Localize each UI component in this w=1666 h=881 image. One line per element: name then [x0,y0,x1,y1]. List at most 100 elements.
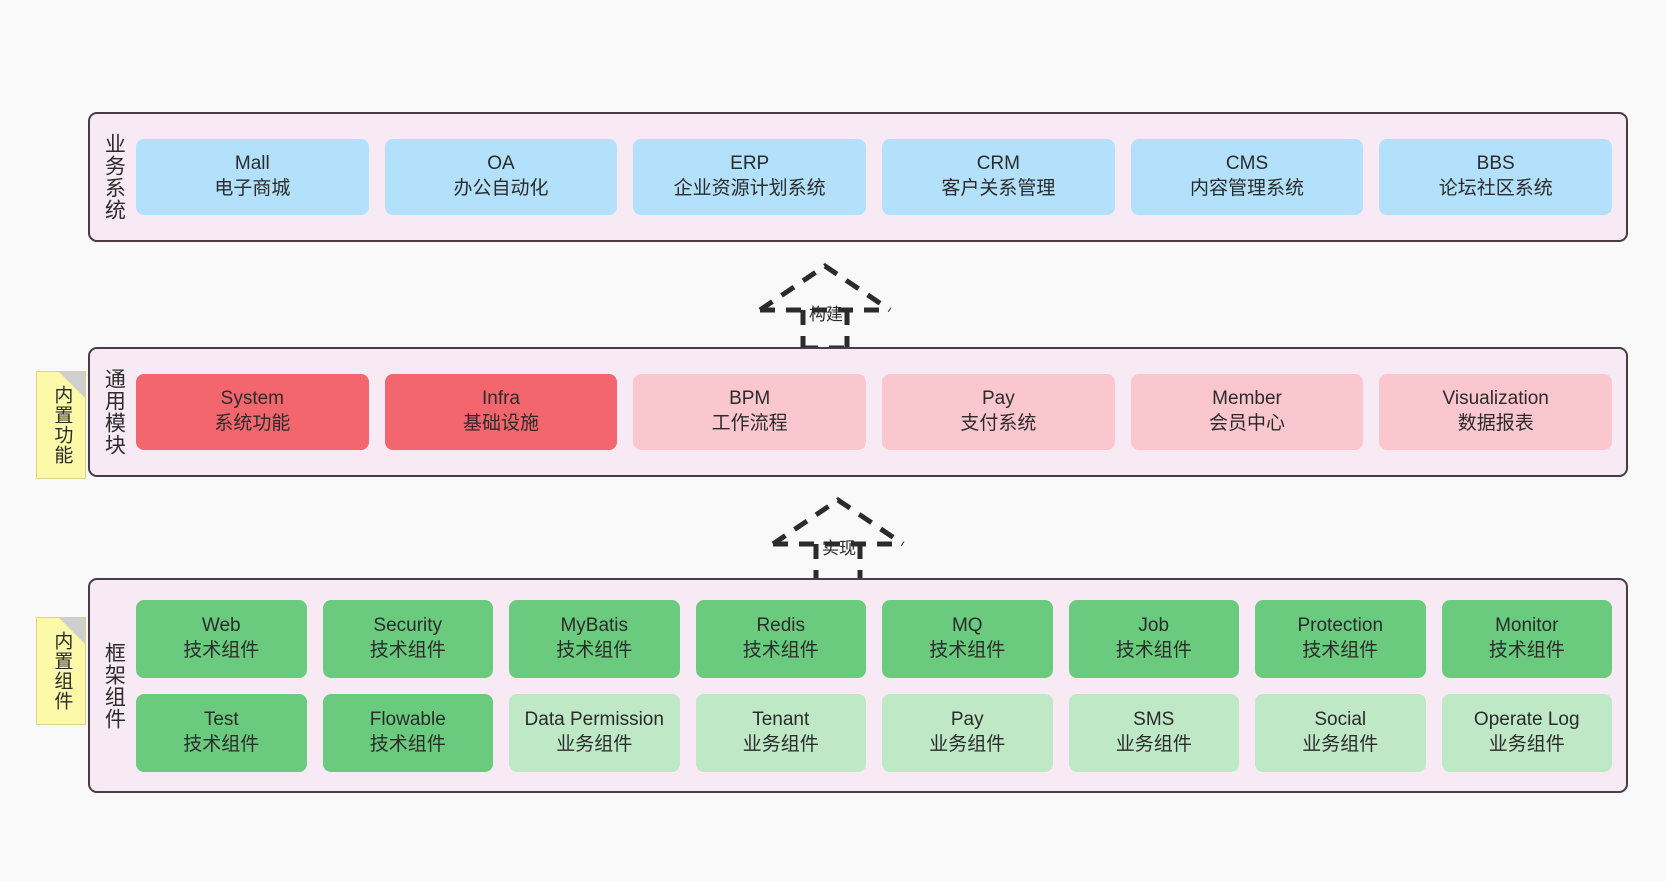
layer-body-framework-components: Web 技术组件 Security 技术组件 MyBatis 技术组件 Redi… [136,580,1626,791]
layer-framework-components: 框架组件 Web 技术组件 Security 技术组件 MyBatis 技术组件… [88,578,1628,793]
node-title-en: Protection [1297,614,1384,636]
node-title-cn: 技术组件 [369,639,446,661]
node-title-en: Redis [756,614,806,636]
node-row: Web 技术组件 Security 技术组件 MyBatis 技术组件 Redi… [136,599,1612,678]
node-bbs[interactable]: BBS 论坛社区系统 [1379,139,1613,215]
node-title-en: Mall [234,153,270,175]
node-tenant[interactable]: Tenant 业务组件 [695,693,866,772]
node-title-cn: 技术组件 [1488,639,1565,661]
node-oa[interactable]: OA 办公自动化 [384,139,618,215]
node-web[interactable]: Web 技术组件 [136,599,307,678]
node-mq[interactable]: MQ 技术组件 [882,599,1053,678]
node-title-cn: 技术组件 [742,639,819,661]
node-infra[interactable]: Infra 基础设施 [384,374,618,450]
node-title-cn: 基础设施 [463,413,540,434]
node-title-en: OA [487,153,515,175]
node-title-en: Job [1138,614,1170,636]
layer-body-common-modules: System 系统功能 Infra 基础设施 BPM 工作流程 Pay 支付系统… [136,349,1626,475]
node-title-cn: 技术组件 [369,733,446,755]
node-cms[interactable]: CMS 内容管理系统 [1130,139,1364,215]
sticky-note-label: 内置功能 [51,385,73,465]
node-sms[interactable]: SMS 业务组件 [1068,693,1239,772]
node-title-cn: 业务组件 [742,733,819,755]
node-title-en: MQ [951,614,983,636]
node-data-permission[interactable]: Data Permission 业务组件 [509,693,680,772]
node-title-cn: 业务组件 [1302,733,1379,755]
fold-corner-icon [59,618,85,644]
node-system[interactable]: System 系统功能 [136,374,369,450]
node-title-en: Operate Log [1473,708,1580,730]
node-visualization[interactable]: Visualization 数据报表 [1379,374,1613,450]
node-flowable[interactable]: Flowable 技术组件 [322,693,493,772]
node-title-en: Social [1314,708,1367,730]
node-title-cn: 内容管理系统 [1190,178,1305,199]
node-pay-module[interactable]: Pay 支付系统 [882,374,1115,450]
layer-label-business-systems: 业务系统 [102,133,126,221]
node-title-en: BPM [729,388,771,410]
connector-label-build: 构建 [809,305,843,324]
node-mall[interactable]: Mall 电子商城 [136,139,369,215]
node-title-en: Member [1212,388,1282,410]
layer-label-framework-components: 框架组件 [102,641,126,730]
node-title-cn: 技术组件 [183,733,260,755]
node-title-en: MyBatis [560,614,629,636]
node-title-en: System [220,388,285,410]
node-title-en: Visualization [1442,388,1549,410]
node-title-en: BBS [1476,153,1515,175]
node-security[interactable]: Security 技术组件 [322,599,493,678]
node-title-en: Pay [981,388,1015,410]
node-title-cn: 客户关系管理 [941,178,1056,199]
node-title-cn: 技术组件 [183,639,260,661]
node-erp[interactable]: ERP 企业资源计划系统 [633,139,867,215]
node-title-en: ERP [730,153,770,175]
node-title-en: Test [203,708,239,730]
node-pay-component[interactable]: Pay 业务组件 [882,693,1053,772]
connector-build: 构建 [755,258,905,351]
node-title-cn: 会员中心 [1209,413,1286,434]
node-title-cn: 技术组件 [1115,639,1192,661]
sticky-note-builtin-functions: 内置功能 [36,371,86,479]
node-title-cn: 支付系统 [960,413,1037,434]
node-title-en: CRM [976,153,1020,175]
connector-label-implement: 实现 [822,539,856,558]
node-title-cn: 工作流程 [711,413,788,434]
node-title-cn: 业务组件 [1488,733,1565,755]
node-mybatis[interactable]: MyBatis 技术组件 [509,599,680,678]
sticky-note-builtin-components: 内置组件 [36,617,86,725]
node-title-cn: 业务组件 [1115,733,1192,755]
node-title-cn: 电子商城 [214,178,291,199]
node-title-en: Tenant [752,708,810,730]
node-operate-log[interactable]: Operate Log 业务组件 [1441,693,1612,772]
connector-implement: 实现 [768,492,918,585]
node-title-cn: 业务组件 [929,733,1006,755]
node-protection[interactable]: Protection 技术组件 [1255,599,1426,678]
node-title-en: SMS [1133,708,1175,730]
node-title-en: Data Permission [524,708,664,730]
node-title-cn: 业务组件 [556,733,633,755]
node-redis[interactable]: Redis 技术组件 [695,599,866,678]
layer-label-common-modules: 通用模块 [102,368,126,456]
node-monitor[interactable]: Monitor 技术组件 [1441,599,1612,678]
layer-business-systems: 业务系统 Mall 电子商城 OA 办公自动化 ERP 企业资源计划系统 CRM… [88,112,1628,242]
node-title-en: Pay [950,708,984,730]
node-title-cn: 技术组件 [929,639,1006,661]
sticky-note-label: 内置组件 [51,631,73,711]
generalization-arrow-icon [758,262,892,351]
node-job[interactable]: Job 技术组件 [1068,599,1239,678]
node-title-en: Monitor [1495,614,1559,636]
node-title-en: Flowable [369,708,446,730]
node-title-cn: 技术组件 [1302,639,1379,661]
layer-common-modules: 通用模块 System 系统功能 Infra 基础设施 BPM 工作流程 Pay… [88,347,1628,477]
node-member[interactable]: Member 会员中心 [1130,374,1364,450]
node-title-en: Infra [481,388,521,410]
node-title-en: Security [373,614,443,636]
node-test[interactable]: Test 技术组件 [136,693,307,772]
node-title-cn: 论坛社区系统 [1438,178,1553,199]
fold-corner-icon [59,372,85,398]
node-bpm[interactable]: BPM 工作流程 [633,374,867,450]
node-social[interactable]: Social 业务组件 [1255,693,1426,772]
node-title-cn: 办公自动化 [453,178,549,199]
layer-body-business-systems: Mall 电子商城 OA 办公自动化 ERP 企业资源计划系统 CRM 客户关系… [136,114,1626,240]
node-crm[interactable]: CRM 客户关系管理 [882,139,1115,215]
